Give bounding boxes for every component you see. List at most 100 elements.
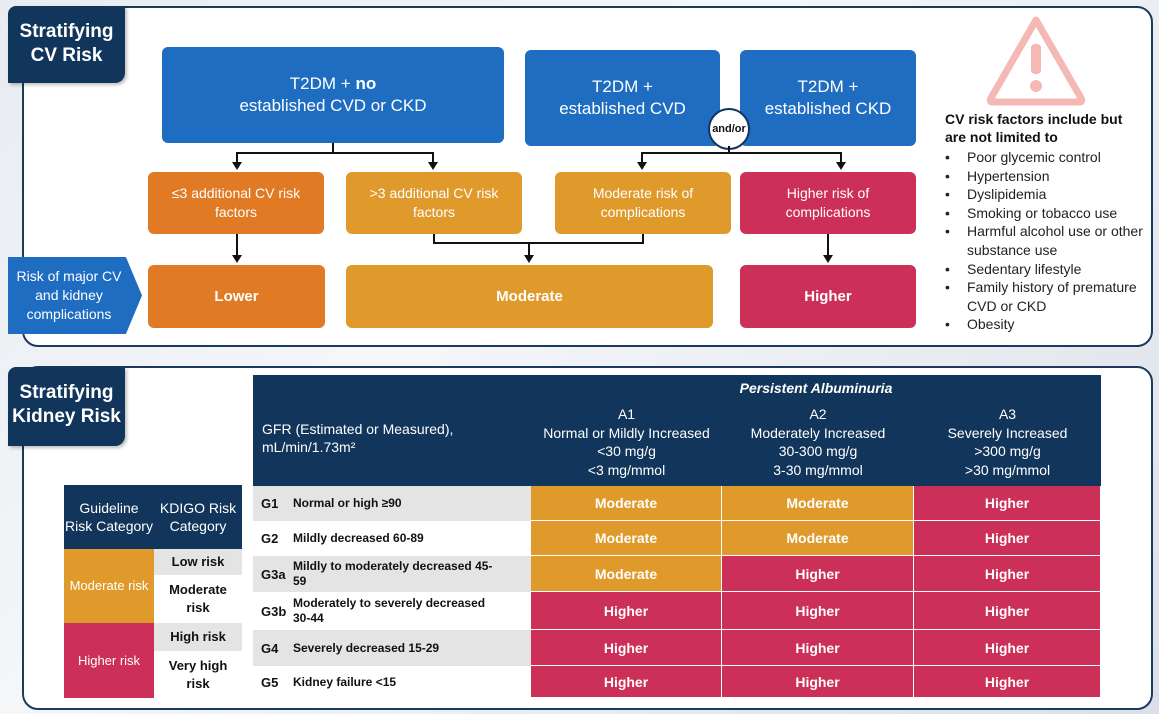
risk-factor-item: Family history of premature CVD or CKD <box>945 278 1145 315</box>
connector <box>236 234 238 256</box>
box-cvd-line2: established CVD <box>559 99 686 118</box>
risk-cell: Higher <box>722 666 914 698</box>
column-range: 30-300 mg/g <box>778 443 858 459</box>
column-code: A3 <box>998 406 1017 422</box>
risk-cell: Moderate <box>722 486 914 521</box>
connector <box>528 242 530 256</box>
gfr-desc: Kidney failure <15 <box>293 674 397 689</box>
box-no-cvd-bold: no <box>355 74 377 93</box>
gfr-desc: Mildly decreased 60-89 <box>293 531 424 545</box>
arrow-icon <box>428 162 438 170</box>
risk-cell: Higher <box>914 556 1101 592</box>
column-label: Normal or Mildly Increased <box>543 424 710 441</box>
connector <box>827 234 829 256</box>
risk-cell: Moderate <box>531 521 722 556</box>
arrow-icon <box>823 255 833 263</box>
gfr-code: G5 <box>261 674 279 690</box>
gfr-code: G3b <box>261 603 287 619</box>
risk-factor-item: Smoking or tobacco use <box>945 204 1145 223</box>
risk-cell: Higher <box>914 521 1101 556</box>
risk-factors-list: Poor glycemic control Hypertension Dysli… <box>945 148 1145 334</box>
column-a3-header: A3 Severely Increased >300 mg/g >30 mg/m… <box>914 402 1101 482</box>
gfr-code: G1 <box>261 496 279 511</box>
gfr-row-g1: G1 Normal or high ≥90 <box>253 486 531 521</box>
gfr-desc: Normal or high ≥90 <box>293 496 402 510</box>
outcome-lower: Lower <box>148 265 325 328</box>
risk-cell: Higher <box>914 486 1101 521</box>
connector <box>433 242 644 244</box>
risk-factor-item: Obesity <box>945 315 1145 334</box>
column-a2-header: A2 Moderately Increased 30-300 mg/g 3-30… <box>722 402 914 482</box>
legend-high-risk: High risk <box>154 623 242 651</box>
gfr-desc: Severely decreased 15-29 <box>293 640 440 655</box>
risk-factor-item: Harmful alcohol use or other substance u… <box>945 222 1145 259</box>
risk-cell: Moderate <box>531 556 722 592</box>
gfr-row-g2: G2 Mildly decreased 60-89 <box>253 521 531 556</box>
risk-cell: Higher <box>914 592 1101 630</box>
column-range: >300 mg/g <box>974 443 1041 459</box>
risk-cell: Higher <box>531 666 722 698</box>
risk-factors-block: CV risk factors include but are not limi… <box>945 110 1145 334</box>
albuminuria-header: Persistent Albuminuria <box>739 380 893 396</box>
column-code: A1 <box>617 406 636 422</box>
column-a1-header: A1 Normal or Mildly Increased <30 mg/g <… <box>531 402 722 482</box>
box-ckd-line1: T2DM + <box>797 77 859 96</box>
risk-cell: Higher <box>531 592 722 630</box>
box-gt3-factors: >3 additional CV risk factors <box>346 172 522 234</box>
connector <box>642 234 644 244</box>
legend-very-high-risk: Very high risk <box>154 651 242 698</box>
box-moderate-complications: Moderate risk of complications <box>555 172 731 234</box>
box-le3-factors: ≤3 additional CV risk factors <box>148 172 324 234</box>
arrow-icon <box>836 162 846 170</box>
connector <box>433 234 435 244</box>
and-or-badge: and/or <box>708 108 750 150</box>
cv-risk-title: Stratifying CV Risk <box>8 6 125 83</box>
column-label: Moderately Increased <box>750 424 886 441</box>
box-t2dm-cvd: T2DM + established CVD <box>525 50 720 146</box>
gfr-row-g3b: G3b Moderately to severely decreased 30-… <box>253 592 531 630</box>
risk-cell: Moderate <box>722 521 914 556</box>
risk-cell: Higher <box>914 630 1101 666</box>
box-t2dm-ckd: T2DM + established CKD <box>740 50 916 146</box>
legend-moderate-risk: Moderate risk <box>64 549 154 623</box>
connector <box>432 152 434 164</box>
gfr-row-g5: G5 Kidney failure <15 <box>253 666 531 698</box>
risk-cell: Moderate <box>531 486 722 521</box>
connector <box>236 152 434 154</box>
column-range: <30 mg/g <box>597 443 656 459</box>
gfr-row-g4: G4 Severely decreased 15-29 <box>253 630 531 666</box>
legend-guideline-header: Guideline Risk Category <box>64 485 154 549</box>
box-ckd-line2: established CKD <box>764 99 892 118</box>
risk-factors-heading: CV risk factors include but are not limi… <box>945 111 1123 145</box>
box-t2dm-no-cvd: T2DM + no established CVD or CKD <box>162 47 504 143</box>
risk-label-arrow: Risk of major CV and kidney complication… <box>8 257 142 334</box>
risk-factor-item: Hypertension <box>945 167 1145 186</box>
kidney-risk-title: Stratifying Kidney Risk <box>8 367 125 446</box>
connector <box>840 152 842 164</box>
connector <box>641 152 842 154</box>
risk-factor-item: Dyslipidemia <box>945 185 1145 204</box>
risk-cell: Higher <box>722 592 914 630</box>
gfr-row-g3a: G3a Mildly to moderately decreased 45-59 <box>253 556 531 592</box>
connector <box>332 143 334 153</box>
box-cvd-line1: T2DM + <box>592 77 653 96</box>
arrow-icon <box>637 162 647 170</box>
legend-low-risk: Low risk <box>154 549 242 575</box>
connector <box>641 152 643 164</box>
risk-cell: Higher <box>722 556 914 592</box>
gfr-code: G2 <box>261 531 279 546</box>
arrow-icon <box>232 162 242 170</box>
column-code: A2 <box>809 406 827 422</box>
column-range: 3-30 mg/mmol <box>773 461 863 478</box>
risk-cell: Higher <box>722 630 914 666</box>
connector <box>236 152 238 164</box>
outcome-higher: Higher <box>740 265 916 328</box>
box-no-cvd-pre: T2DM + <box>289 74 356 93</box>
box-higher-complications: Higher risk of complications <box>740 172 916 234</box>
column-range: <3 mg/mmol <box>587 461 666 478</box>
legend-kdigo-header: KDIGO Risk Category <box>154 485 242 549</box>
risk-cell: Higher <box>531 630 722 666</box>
connector <box>728 146 730 153</box>
arrow-icon <box>524 255 534 263</box>
box-no-cvd-line2: established CVD or CKD <box>239 96 427 115</box>
